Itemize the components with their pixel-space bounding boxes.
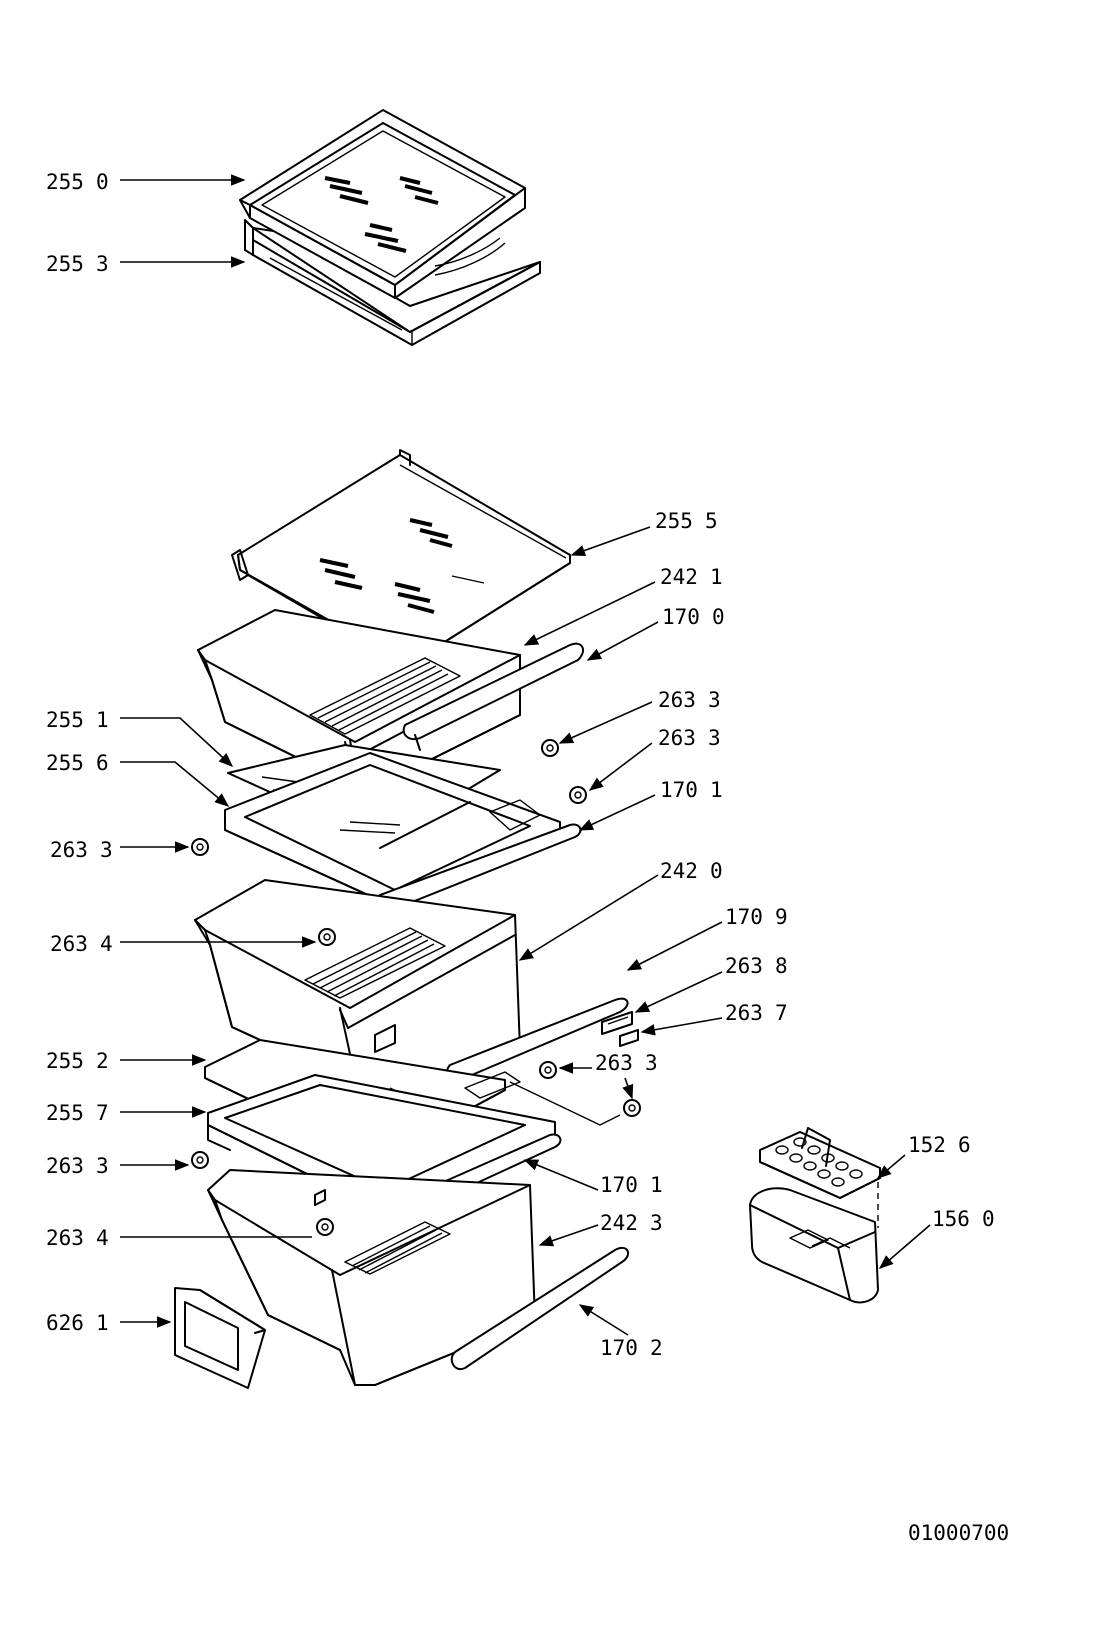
drawer-handle-170-2	[450, 1246, 630, 1371]
fastener-263-3-a	[541, 739, 559, 757]
drawer-handle-170-0	[402, 642, 585, 751]
clip-263-7	[619, 1029, 639, 1047]
crisper-drawer-242-1	[197, 609, 521, 803]
fastener-263-3-d	[509, 1061, 641, 1126]
glass-shelf-255-0	[239, 109, 526, 299]
fastener-263-4-b	[316, 1218, 334, 1236]
egg-bin-156-0	[749, 1182, 879, 1304]
vent-grille	[304, 927, 446, 999]
leader-lines	[120, 174, 931, 1336]
shelf-frame-255-3	[244, 219, 541, 346]
fastener-263-3-e	[191, 1151, 209, 1169]
drawing-number: 01000700	[908, 1521, 1009, 1545]
fastener-263-3-b	[569, 786, 587, 804]
glass-shelf-top	[239, 109, 541, 346]
glass-reflection-marks	[319, 518, 485, 614]
vent-grille	[309, 657, 461, 735]
vent-grille	[344, 1221, 451, 1275]
glass-reflection-marks	[324, 176, 439, 253]
fastener-263-3-c	[191, 838, 209, 856]
glass-shelf-255-5	[231, 449, 571, 666]
fastener-263-4-a	[318, 928, 336, 946]
clip-263-8	[601, 1011, 633, 1035]
label-holder-626-1	[174, 1287, 266, 1389]
